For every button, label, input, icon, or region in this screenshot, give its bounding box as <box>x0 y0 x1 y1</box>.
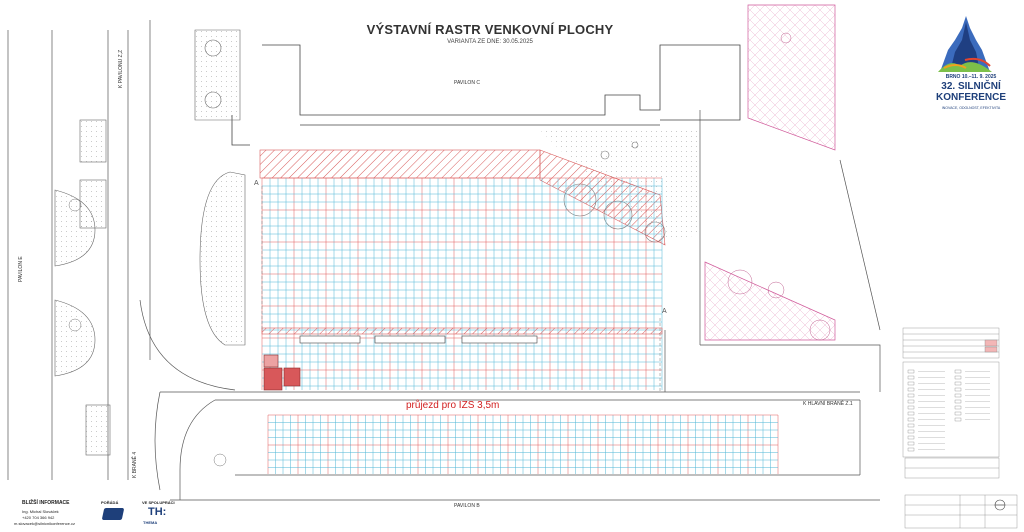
footer-organizer-label: POŘÁDÁ <box>101 500 119 505</box>
left-street <box>7 20 236 480</box>
label-street-main: K HLAVNÍ BRÁNĚ Z.1 <box>803 401 853 407</box>
label-street-left: K BRANĚ 4 <box>132 451 138 478</box>
booth-3 <box>263 354 279 368</box>
partner-name: THEMA <box>143 520 158 525</box>
footer-info-name: Ing. Michal Slováček <box>22 509 59 514</box>
pink-zone-top <box>747 4 836 151</box>
legend-swatch <box>907 381 915 386</box>
section-mark-a-right: A <box>662 308 667 315</box>
planted-island-top <box>194 29 241 121</box>
legend-swatch <box>907 369 915 374</box>
exhibition-grid-bottom <box>267 414 779 474</box>
label-pavilion-e: PAVILON E <box>18 256 24 282</box>
passage-label: průjezd pro IZS 3,5m <box>406 400 500 411</box>
legend-swatch <box>954 411 962 416</box>
legend-swatch <box>907 411 915 416</box>
legend-swatch <box>954 375 962 380</box>
exhibition-grid-main <box>261 177 663 390</box>
footer-info-phone: +420 704 366 942 <box>22 515 55 520</box>
footer-info-email: m.slovacek@silnicnikonference.cz <box>14 521 75 526</box>
pink-trees <box>727 32 831 341</box>
trees-left <box>68 198 227 467</box>
legend-swatch <box>907 393 915 398</box>
footer-info-title: BLIŽŠÍ INFORMACE <box>22 500 70 506</box>
north-arrow <box>994 499 1006 511</box>
section-lines <box>261 186 661 392</box>
footer-cooperation-label: VE SPOLUPRÁCI <box>142 500 175 505</box>
legend-swatch <box>954 387 962 392</box>
legend-swatch <box>954 381 962 386</box>
label-street-top: K PAVILONU Z,Z <box>118 49 124 88</box>
booth-1 <box>263 367 283 391</box>
partner-logo-mark: TH: <box>148 506 167 518</box>
legend-table <box>902 327 1018 529</box>
legend-swatch <box>907 447 915 452</box>
pavilion-c-outline <box>231 44 741 146</box>
legend-swatch <box>907 399 915 404</box>
legend-swatch <box>907 417 915 422</box>
mid-band <box>261 327 663 344</box>
curved-planter <box>199 171 246 346</box>
logo-line2: KONFERENCE <box>935 92 1006 103</box>
legend-swatch <box>954 369 962 374</box>
pink-zone-bottom <box>704 261 836 341</box>
legend-swatch <box>907 435 915 440</box>
variant-date: VARIANTA ZE DNE: 30.05.2025 <box>447 39 533 45</box>
section-mark-a-left: A <box>254 180 259 187</box>
hatched-zone-top <box>259 149 541 179</box>
organizer-logo <box>101 508 125 520</box>
booths <box>263 354 301 391</box>
legend-swatch <box>907 423 915 428</box>
legend-swatch <box>907 405 915 410</box>
label-pavilion-b: PAVILON B <box>454 503 480 509</box>
legend-swatch <box>954 399 962 404</box>
legend-swatch <box>907 441 915 446</box>
legend-swatch <box>907 375 915 380</box>
legend-swatch <box>954 405 962 410</box>
conference-logo-graphic <box>938 16 992 72</box>
plaza-dots <box>540 130 700 240</box>
logo-dates: BRNO 10.–11. 9. 2025 <box>945 74 997 80</box>
logo-tagline: INOVACE, ODOLNOST, EFEKTIVITA <box>941 106 1001 110</box>
legend-swatch <box>907 429 915 434</box>
legend-rows <box>907 369 990 452</box>
road-lines <box>154 110 881 501</box>
page-title: VÝSTAVNÍ RASTR VENKOVNÍ PLOCHY <box>366 22 614 37</box>
left-parking-islands <box>54 119 111 456</box>
label-pavilion-c: PAVILON C <box>454 80 480 86</box>
legend-swatch <box>907 387 915 392</box>
legend-swatch <box>954 393 962 398</box>
logo-line1: 32. SILNIČNÍ <box>941 81 1001 92</box>
legend-swatch <box>954 417 962 422</box>
booth-2 <box>283 367 301 387</box>
